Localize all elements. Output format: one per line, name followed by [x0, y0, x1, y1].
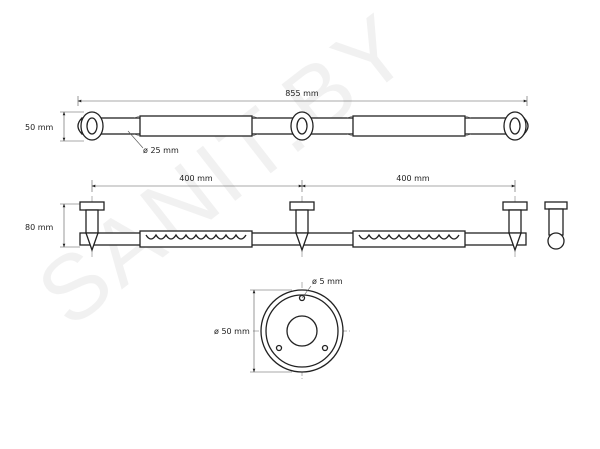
support-left [79, 201, 105, 252]
screw-hole-right [321, 344, 329, 352]
rosette-detail: ø 50 mm ø 5 mm [214, 277, 352, 380]
front-view: 400 mm 400 mm 80 mm [25, 174, 568, 258]
side-view [544, 201, 568, 250]
dimension-rosette-diameter: ø 50 mm [214, 327, 250, 336]
leader-tube-diameter [127, 130, 144, 149]
leader-screw-hole [301, 285, 312, 299]
screw-hole-left [275, 344, 283, 352]
dimension-depth: 80 mm [25, 223, 54, 232]
dimension-spacing-right: 400 mm [396, 174, 430, 183]
support-right [502, 201, 528, 252]
dimension-tube-diameter: ø 25 mm [143, 146, 179, 155]
dimension-overall-length: 855 mm [285, 89, 319, 98]
grip-sleeve-right-front [352, 230, 466, 248]
grip-sleeve-left-top [139, 115, 253, 137]
dimension-screw-hole: ø 5 mm [312, 277, 343, 286]
dimension-rosette-height: 50 mm [25, 123, 54, 132]
rosette-center-hole [286, 315, 318, 347]
watermark: SANIT.BY [20, 0, 430, 346]
support-middle [289, 201, 315, 252]
top-view: 855 mm 50 mm ø 25 mm [25, 89, 529, 155]
grip-sleeve-right-top [352, 115, 466, 137]
grip-sleeve-left-front [139, 230, 253, 248]
rosette-outer-circle [260, 289, 344, 373]
dimension-spacing-left: 400 mm [179, 174, 213, 183]
